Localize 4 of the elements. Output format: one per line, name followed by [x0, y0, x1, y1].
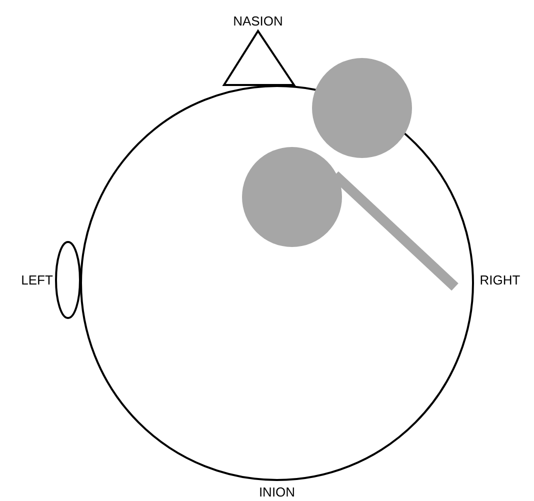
- direction-label: LEFT: [21, 272, 53, 288]
- direction-label: INION: [258, 484, 296, 500]
- direction-label: RIGHT: [480, 272, 520, 288]
- direction-label: NASION: [233, 14, 283, 28]
